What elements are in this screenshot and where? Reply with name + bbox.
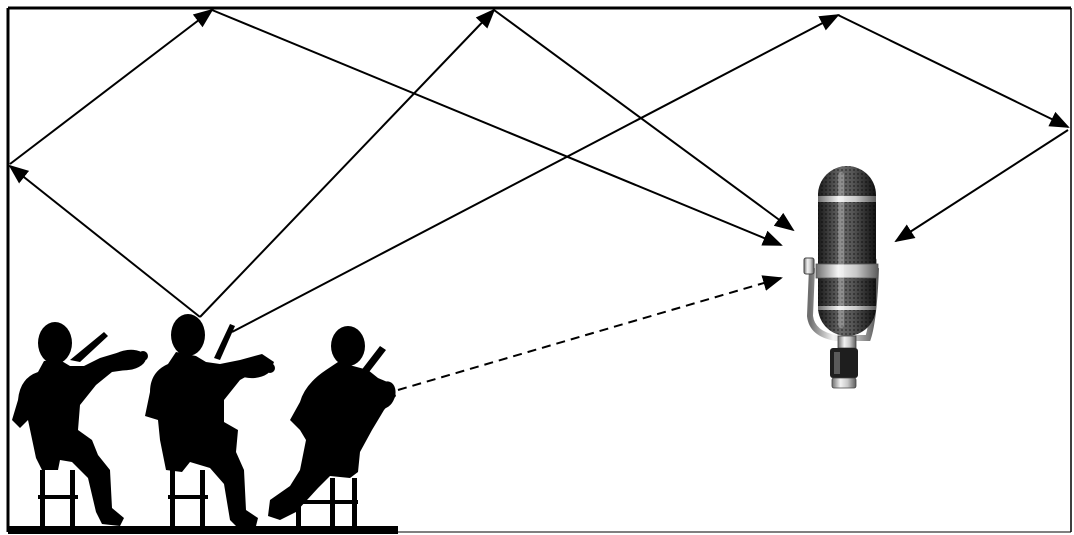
vintage-microphone-icon [804,166,878,388]
violinist-1-silhouette [12,322,148,526]
stage-floor [8,526,398,534]
musicians-group [12,314,399,526]
reflection-path-1b [10,10,212,164]
reflection-path-3a [232,15,838,332]
reflection-path-3c [896,130,1068,241]
reflection-path-2b [494,10,793,230]
direct-path-arrow [398,278,781,390]
fiddler-3-silhouette [268,326,399,526]
violinist-2-silhouette [145,314,275,526]
reflected-paths [10,10,1068,332]
reflection-path-1c [212,10,781,245]
reflection-path-3b [838,15,1068,127]
reflection-path-1a [10,166,200,317]
